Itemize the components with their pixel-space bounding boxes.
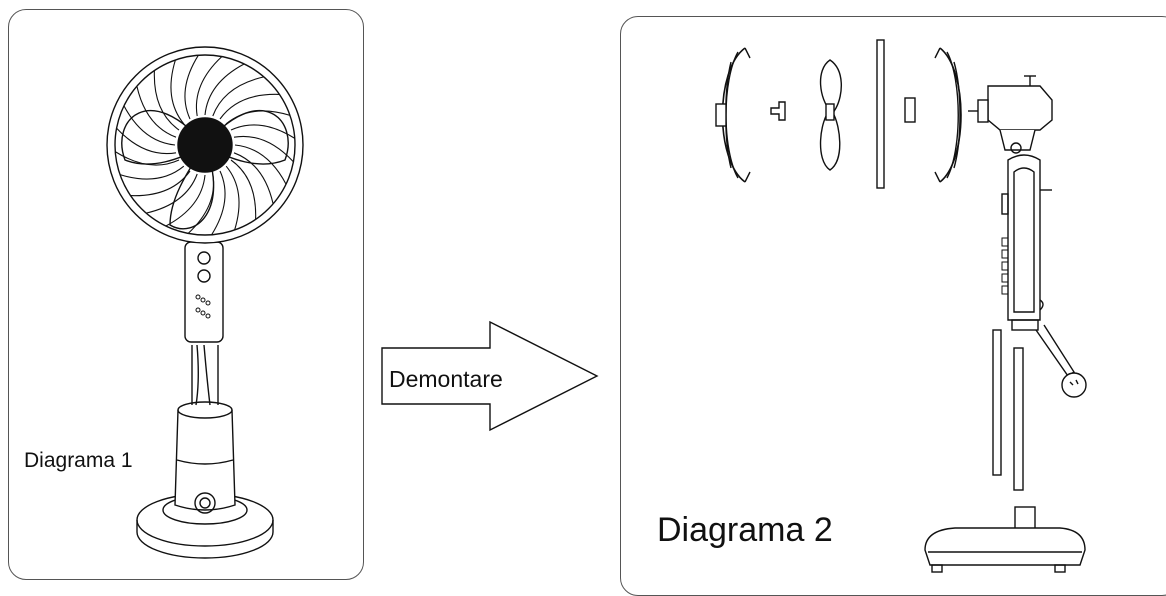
guard-spoke <box>165 174 206 227</box>
guard-spoke <box>233 152 274 204</box>
arrow-label: Demontare <box>389 366 503 392</box>
guard-spoke <box>136 86 177 138</box>
guard-spoke <box>153 70 180 131</box>
guard-spoke <box>195 56 223 117</box>
diagram-2-panel <box>620 16 1166 596</box>
diagram-2-label: Diagrama 2 <box>657 511 833 549</box>
guard-spoke <box>230 124 296 139</box>
guard-spoke <box>233 135 294 163</box>
guard-spoke <box>219 93 280 120</box>
guard-spoke <box>116 127 177 155</box>
guard-spoke <box>184 54 199 120</box>
disassembly-arrow <box>381 320 599 432</box>
guard-spoke <box>225 165 240 231</box>
assembled-fan-illustration <box>106 46 304 559</box>
guard-spoke <box>204 63 245 116</box>
guard-spoke <box>123 105 176 146</box>
guard-spoke <box>119 165 185 180</box>
guard-spoke <box>212 76 264 117</box>
guard-spoke <box>146 173 198 214</box>
exploded-fan-illustration <box>715 39 1087 573</box>
diagram-1-label: Diagrama 1 <box>24 449 133 472</box>
guard-spoke <box>170 59 185 125</box>
guard-spoke <box>211 170 226 236</box>
guard-spoke <box>230 159 257 220</box>
guard-spoke <box>234 144 287 185</box>
